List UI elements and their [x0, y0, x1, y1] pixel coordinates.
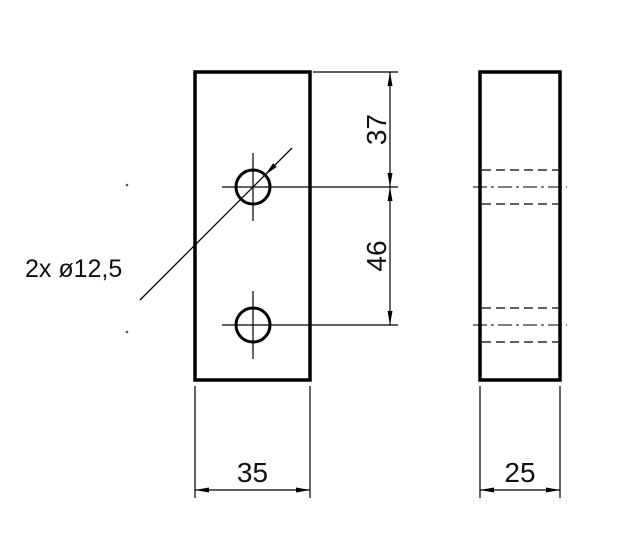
hole-callout-label: 2x ø12,5 — [25, 255, 122, 283]
dim-35-label: 35 — [237, 457, 268, 488]
arrowhead-35-left-icon — [195, 487, 209, 493]
front-view-outline — [193, 70, 312, 382]
callout-arrowhead-icon — [265, 163, 277, 175]
dim-46-label: 46 — [361, 240, 392, 271]
stray-mark-lower — [125, 330, 129, 334]
stray-mark-upper — [125, 183, 129, 187]
arrowhead-25-right-icon — [546, 487, 560, 493]
arrowhead-46-bottom-icon — [387, 311, 393, 325]
arrowhead-25-left-icon — [480, 487, 494, 493]
arrowhead-46-top-icon — [387, 187, 393, 201]
dim-25-label: 25 — [504, 457, 535, 488]
arrowhead-35-right-icon — [296, 487, 310, 493]
arrowhead-37-bottom-icon — [387, 173, 393, 187]
side-view-outline — [478, 70, 562, 382]
arrowhead-37-top-icon — [387, 72, 393, 86]
dim-37-label: 37 — [361, 114, 392, 145]
